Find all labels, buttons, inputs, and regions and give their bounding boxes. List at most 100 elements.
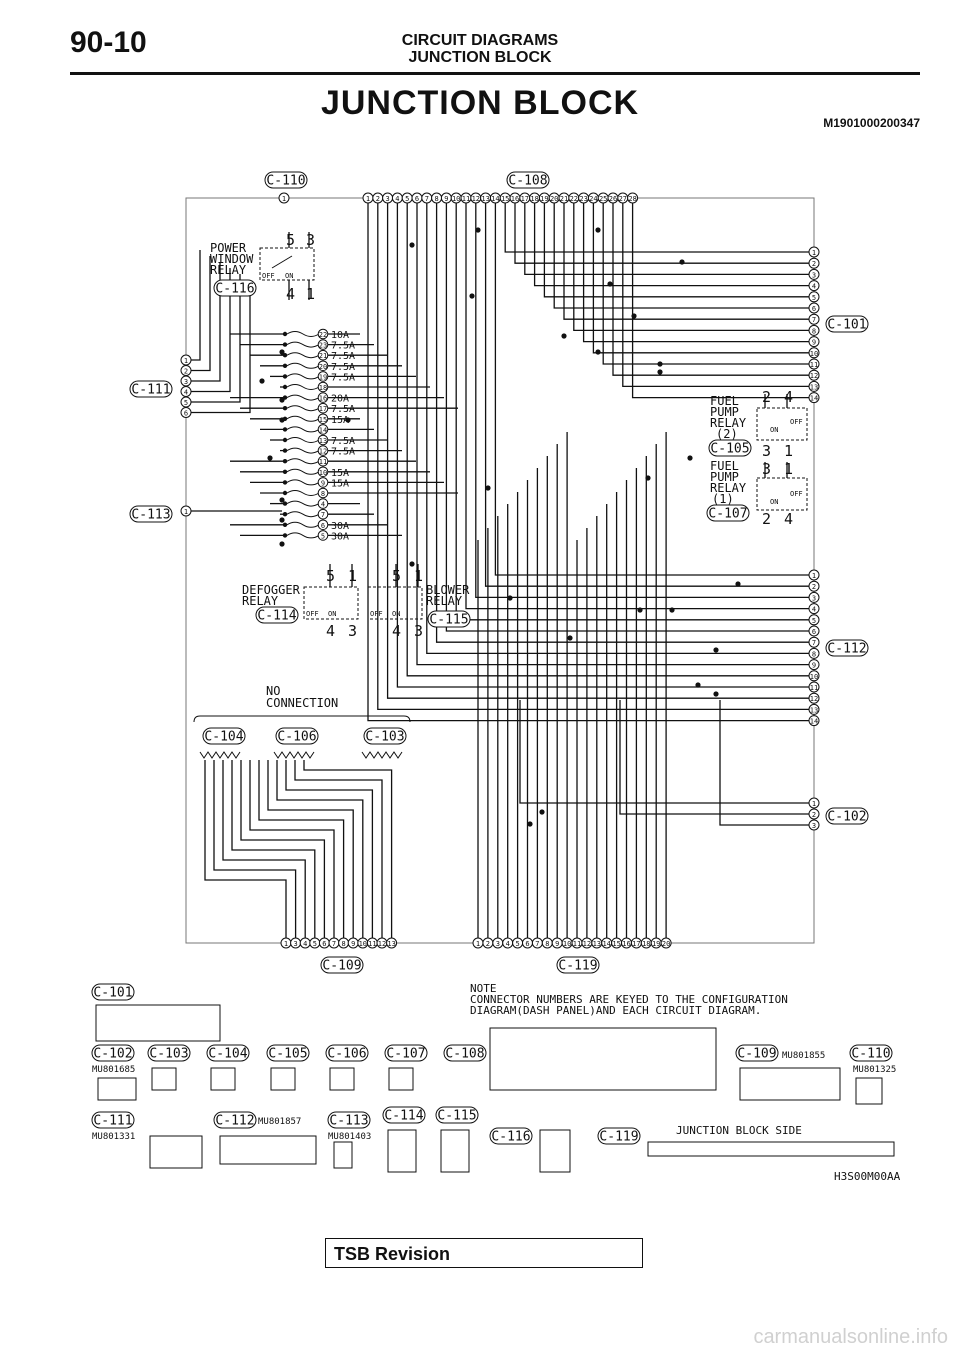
wire	[514, 203, 809, 264]
watermark: carmanualsonline.info	[753, 1326, 948, 1348]
pin-marker: 11	[808, 358, 820, 370]
svg-text:RELAY: RELAY	[426, 594, 463, 608]
svg-text:1: 1	[348, 567, 357, 585]
svg-text:11: 11	[319, 458, 327, 466]
pin-marker: 8	[541, 937, 553, 949]
junction-dot	[631, 313, 637, 319]
pin-marker: 2	[808, 580, 820, 592]
svg-text:8: 8	[812, 650, 816, 658]
pin-marker: 13	[591, 937, 603, 949]
legend-c108-shape	[489, 1027, 717, 1091]
svg-text:13: 13	[810, 383, 818, 391]
junction-dot	[485, 485, 491, 491]
legend-c106: C-106	[325, 1044, 369, 1062]
pin-marker: 9	[808, 336, 820, 348]
svg-text:CONNECTOR NUMBERS ARE KEYED TO: CONNECTOR NUMBERS ARE KEYED TO THE CONFI…	[470, 993, 788, 1006]
svg-text:15A: 15A	[331, 478, 349, 489]
junction-dot	[527, 821, 533, 827]
wires	[191, 203, 809, 938]
svg-text:5: 5	[321, 532, 325, 540]
svg-text:CONNECTION: CONNECTION	[266, 696, 338, 710]
tag-c108: C-108	[506, 171, 550, 189]
pin-marker: 22	[568, 192, 580, 204]
wire	[504, 203, 809, 253]
svg-text:1: 1	[784, 460, 793, 478]
svg-text:6: 6	[415, 195, 419, 203]
pin-marker: 8	[808, 324, 820, 336]
pin-marker: 14	[601, 937, 613, 949]
pin-marker: 26	[607, 192, 619, 204]
tag-c106: C-106	[275, 727, 319, 745]
wire	[276, 760, 364, 938]
svg-text:10: 10	[810, 673, 818, 681]
tag-c114: C-114	[255, 606, 299, 624]
svg-text:BLOWER: BLOWER	[426, 583, 470, 597]
svg-text:24: 24	[589, 195, 597, 203]
fuse: 11	[282, 455, 329, 467]
svg-text:C-106: C-106	[327, 1047, 366, 1062]
svg-text:OFF: OFF	[370, 610, 383, 618]
pin-marker: 28	[627, 192, 639, 204]
svg-text:OFF: OFF	[306, 610, 319, 618]
svg-text:14: 14	[602, 940, 610, 948]
legend-c104-shape	[210, 1067, 236, 1091]
wire	[240, 760, 326, 938]
svg-text:22: 22	[570, 195, 578, 203]
svg-text:17: 17	[319, 405, 327, 413]
svg-text:1: 1	[812, 572, 816, 580]
legend-c104: C-104	[206, 1044, 250, 1062]
legend-c114: C-114	[382, 1106, 426, 1124]
svg-text:12: 12	[472, 195, 480, 203]
svg-text:C-102: C-102	[827, 810, 866, 825]
wire	[231, 760, 316, 938]
svg-text:C-116: C-116	[491, 1130, 530, 1145]
svg-text:C-119: C-119	[599, 1130, 638, 1145]
svg-text:1: 1	[812, 249, 816, 257]
tag-c111: C-111	[129, 380, 173, 398]
svg-text:C-119: C-119	[558, 959, 597, 974]
pin-marker: 5	[808, 614, 820, 626]
pin-marker: 19	[538, 192, 550, 204]
tag-c107: C-107	[706, 504, 750, 522]
svg-text:7: 7	[321, 511, 325, 519]
junction-dot	[679, 259, 685, 265]
wire	[406, 203, 809, 677]
svg-text:C-111: C-111	[93, 1114, 132, 1129]
pin-marker: 1	[362, 192, 374, 204]
svg-text:6: 6	[812, 305, 816, 313]
svg-text:4: 4	[286, 285, 295, 303]
svg-text:1: 1	[284, 940, 288, 948]
wire	[573, 203, 809, 332]
legend-c103-shape	[151, 1067, 177, 1091]
svg-text:13: 13	[319, 437, 327, 445]
svg-text:7.5A: 7.5A	[331, 341, 355, 352]
svg-text:4: 4	[784, 510, 793, 528]
pin-marker: 15	[611, 937, 623, 949]
svg-text:16: 16	[622, 940, 630, 948]
svg-text:(2): (2)	[716, 427, 738, 441]
section-title: CIRCUIT DIAGRAMS JUNCTION BLOCK	[0, 32, 960, 66]
svg-text:17: 17	[632, 940, 640, 948]
svg-text:ON: ON	[770, 498, 778, 506]
wire	[612, 203, 809, 376]
block-frame	[185, 197, 815, 944]
svg-text:15: 15	[612, 940, 620, 948]
svg-text:12: 12	[378, 940, 386, 948]
svg-text:28: 28	[628, 195, 636, 203]
pin-marker: 3	[492, 937, 504, 949]
pin-marker: 5	[512, 937, 524, 949]
connector-tags: C-110 C-108 C-116 C-111 C-113 C-101 C-10…	[129, 171, 869, 974]
pin-marker: 20	[660, 937, 672, 949]
wire	[258, 760, 345, 938]
pin-marker: 6	[411, 192, 423, 204]
svg-text:9: 9	[351, 940, 355, 948]
svg-text:20A: 20A	[331, 394, 349, 405]
wire	[426, 203, 809, 655]
